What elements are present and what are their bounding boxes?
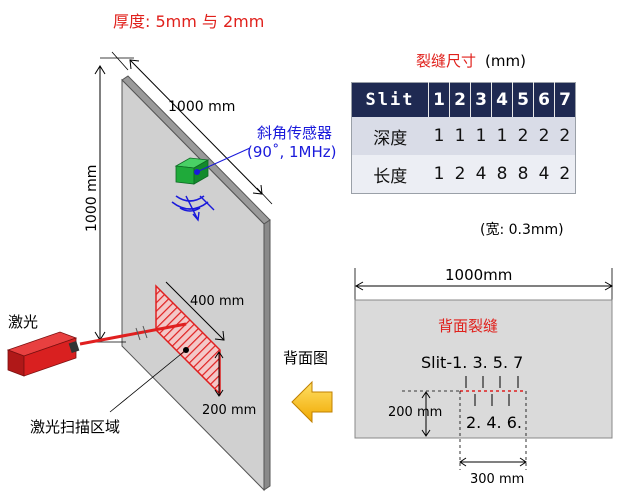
plate-width-arrow-start (129, 59, 140, 70)
back-width-label: 1000mm (445, 266, 512, 284)
even-slits-label: 2. 4. 6. (466, 413, 522, 432)
slit-number: 4 (491, 82, 513, 117)
sensor-spec: (90˚, 1MHz) (247, 143, 336, 161)
slit-number: 7 (554, 82, 576, 117)
plate-height-arrow-top (94, 65, 106, 75)
slit-table-title: 裂缝尺寸 (416, 52, 476, 70)
slit-value: 1 (428, 155, 450, 194)
back-height-label: 200 mm (388, 405, 442, 420)
slit-number: 5 (512, 82, 534, 117)
slit-value: 2 (554, 155, 576, 194)
slit-value: 1 (491, 117, 513, 155)
plate-height-label: 1000 mm (84, 165, 100, 232)
plate-width-ext-right (256, 187, 273, 205)
back-width-arrow-left (354, 281, 364, 291)
back-view-arrow-label: 背面图 (283, 349, 328, 367)
plate-side-right (263, 219, 271, 491)
slit-value: 1 (428, 117, 450, 155)
slit-value: 2 (449, 155, 471, 194)
scan-height-label: 200 mm (202, 403, 256, 418)
laser-beam-break-2 (142, 325, 148, 339)
laser-label: 激光 (8, 313, 38, 331)
laser-nozzle (68, 341, 80, 353)
beam-arrow-right (199, 195, 215, 211)
slit-number: 2 (449, 82, 471, 117)
back-height-arrow-bottom (421, 429, 431, 437)
slit-value: 2 (533, 117, 555, 155)
sensor-name: 斜角传感器 (257, 124, 332, 142)
scan-area-leader (109, 349, 187, 413)
slit-value: 1 (470, 117, 492, 155)
plate-width-arrow-end (252, 184, 263, 195)
thickness-title: 厚度: 5mm 与 2mm (113, 12, 264, 31)
span-arrow-left (459, 457, 467, 467)
slit-number: 3 (470, 82, 492, 117)
slit-value: 2 (512, 117, 534, 155)
scan-height-arrow-top (214, 351, 224, 359)
plate-width-dimension (129, 59, 263, 195)
sensor-dot (194, 169, 200, 175)
plate-width-label: 1000 mm (168, 99, 235, 115)
slit-value: 8 (512, 155, 534, 194)
slit-number: 6 (533, 82, 555, 117)
back-title: 背面裂缝 (438, 317, 498, 335)
scan-width-dimension (165, 281, 225, 341)
slit-header-label: Slit (351, 82, 429, 117)
laser-beam-break (135, 327, 141, 341)
slit-row-label: 长度 (351, 155, 429, 194)
back-height-arrow-top (421, 391, 431, 399)
slit-table-unit: (mm) (485, 52, 526, 70)
slit-width-note: (宽: 0.3mm) (480, 221, 564, 238)
sensor-side (193, 159, 209, 185)
slit-value: 2 (554, 117, 576, 155)
beam-arrow-head (192, 211, 200, 222)
back-panel (354, 299, 613, 439)
span-label: 300 mm (470, 472, 524, 487)
scan-width-arrow (214, 330, 225, 341)
plate-width-ext-top (111, 51, 129, 71)
slit-number: 1 (428, 82, 450, 117)
laser-body (23, 337, 77, 377)
beam-arrow (185, 195, 199, 221)
scan-width-label: 400 mm (190, 294, 244, 309)
back-view-arrow (291, 380, 333, 424)
slit-value: 4 (470, 155, 492, 194)
slit-value: 8 (491, 155, 513, 194)
scan-area-label: 激光扫描区域 (30, 418, 120, 436)
span-arrow-right (519, 457, 527, 467)
slit-value: 1 (449, 117, 471, 155)
sensor-front (175, 165, 195, 185)
slit-row-label: 深度 (351, 117, 429, 155)
sensor-leader (198, 147, 251, 172)
slit-value: 4 (533, 155, 555, 194)
laser-beam (79, 322, 187, 346)
scan-height-arrow-bottom (214, 389, 224, 397)
plate (121, 78, 265, 492)
odd-slits-label: Slit-1. 3. 5. 7 (421, 353, 523, 372)
